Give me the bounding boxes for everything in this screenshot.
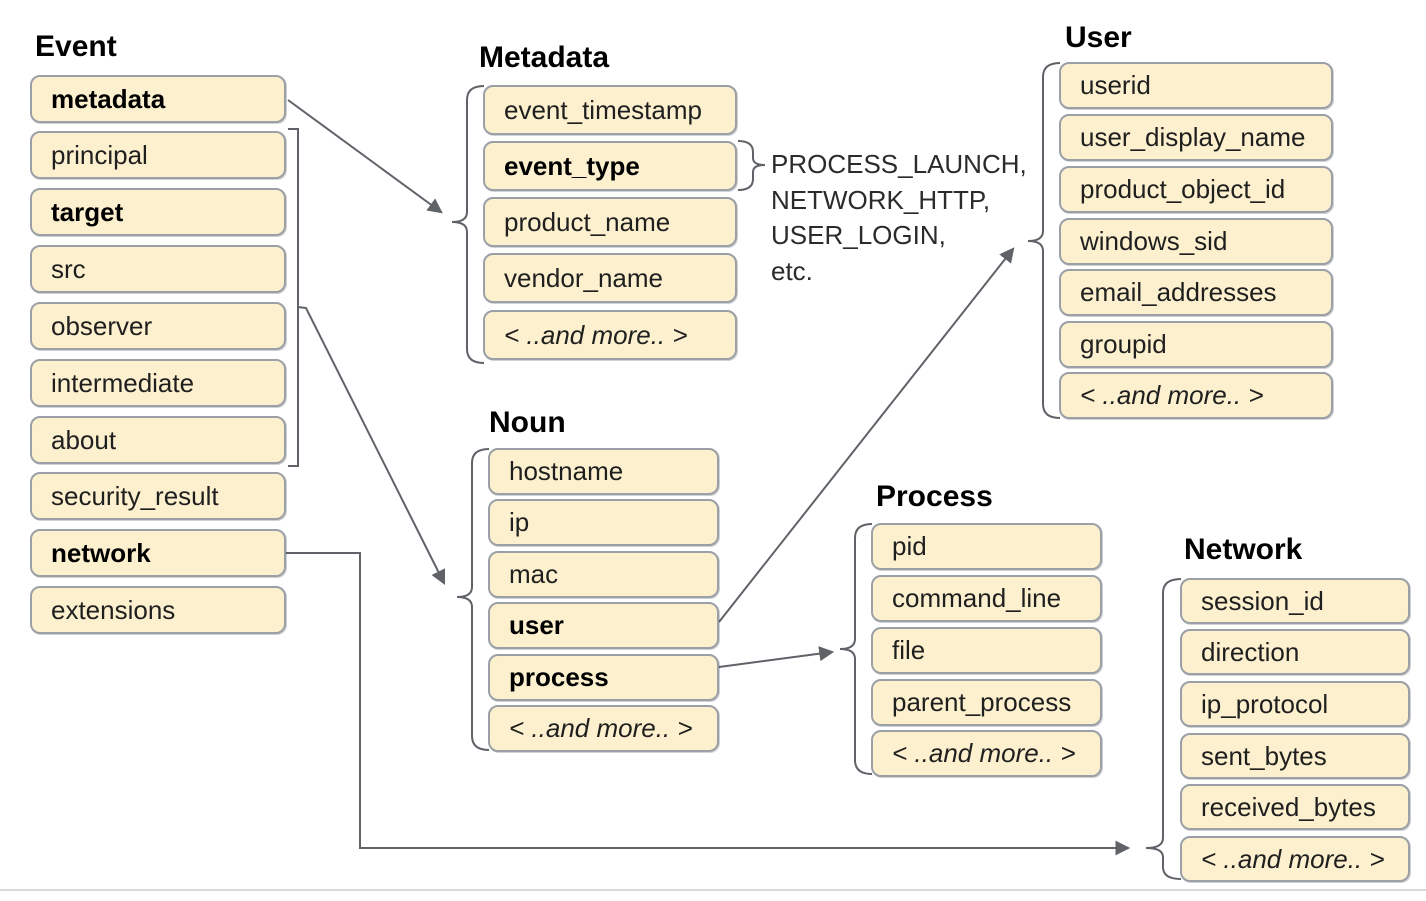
field-box-process-parent-process: parent_process — [871, 679, 1102, 726]
group-title-process: Process — [876, 480, 993, 513]
brace-network-group — [1145, 578, 1182, 880]
field-box-metadata-product-name: product_name — [483, 197, 737, 247]
field-box-network-ip-protocol: ip_protocol — [1180, 681, 1410, 727]
field-box-user-windows-sid: windows_sid — [1059, 218, 1333, 265]
field-box-event-observer: observer — [30, 302, 286, 350]
event-type-values-note: PROCESS_LAUNCH, NETWORK_HTTP, USER_LOGIN… — [771, 147, 1027, 289]
field-box-noun-and-more: < ..and more.. > — [488, 705, 719, 752]
bracket-event-nouns — [288, 128, 299, 467]
field-box-event-target: target — [30, 188, 286, 236]
field-box-event-src: src — [30, 245, 286, 293]
field-box-noun-process: process — [488, 654, 719, 701]
field-box-user-user-display-name: user_display_name — [1059, 114, 1333, 161]
field-box-event-principal: principal — [30, 131, 286, 179]
group-title-user: User — [1065, 21, 1132, 54]
field-box-metadata-and-more: < ..and more.. > — [483, 310, 737, 360]
field-box-noun-user: user — [488, 602, 719, 649]
field-box-event-metadata: metadata — [30, 75, 286, 123]
brace-event-type-values — [737, 140, 766, 191]
field-box-user-email-addresses: email_addresses — [1059, 269, 1333, 316]
field-box-process-pid: pid — [871, 523, 1102, 570]
field-box-process-command-line: command_line — [871, 575, 1102, 622]
field-box-event-extensions: extensions — [30, 586, 286, 634]
field-box-network-session-id: session_id — [1180, 578, 1410, 624]
field-box-network-sent-bytes: sent_bytes — [1180, 733, 1410, 779]
field-box-event-intermediate: intermediate — [30, 359, 286, 407]
field-box-event-about: about — [30, 416, 286, 464]
arrow-metadata-to-metadata-group — [287, 99, 443, 214]
arrow-network-to-network-group — [286, 552, 1131, 856]
field-box-network-received-bytes: received_bytes — [1180, 784, 1410, 830]
group-title-noun: Noun — [489, 406, 566, 439]
group-title-metadata: Metadata — [479, 41, 610, 74]
field-box-user-and-more: < ..and more.. > — [1059, 372, 1333, 419]
field-box-metadata-vendor-name: vendor_name — [483, 253, 737, 303]
arrow-process-to-process-group — [718, 646, 835, 668]
field-box-process-and-more: < ..and more.. > — [871, 730, 1102, 777]
field-box-metadata-event-timestamp: event_timestamp — [483, 85, 737, 135]
field-box-noun-hostname: hostname — [488, 448, 719, 495]
brace-noun-group — [456, 448, 490, 751]
arrow-user-to-user-group — [718, 247, 1015, 623]
field-box-user-product-object-id: product_object_id — [1059, 166, 1333, 213]
field-box-user-groupid: groupid — [1059, 321, 1333, 368]
brace-user-group — [1027, 62, 1061, 419]
enum-value: etc. — [771, 255, 813, 286]
field-box-noun-mac: mac — [488, 551, 719, 598]
field-box-network-and-more: < ..and more.. > — [1180, 836, 1410, 882]
brace-process-group — [839, 523, 873, 775]
group-title-event: Event — [35, 30, 117, 63]
field-box-network-direction: direction — [1180, 629, 1410, 675]
enum-value: NETWORK_HTTP, — [771, 184, 991, 215]
enum-value: PROCESS_LAUNCH, — [771, 149, 1027, 179]
field-box-user-userid: userid — [1059, 62, 1333, 109]
arrow-event-to-noun-group — [297, 306, 446, 586]
field-box-metadata-event-type: event_type — [483, 141, 737, 191]
field-box-noun-ip: ip — [488, 499, 719, 546]
field-box-event-network: network — [30, 529, 286, 577]
field-box-process-file: file — [871, 627, 1102, 674]
group-title-network: Network — [1184, 533, 1303, 566]
enum-value: USER_LOGIN, — [771, 220, 946, 250]
brace-metadata-group — [451, 85, 485, 364]
field-box-event-security-result: security_result — [30, 472, 286, 520]
